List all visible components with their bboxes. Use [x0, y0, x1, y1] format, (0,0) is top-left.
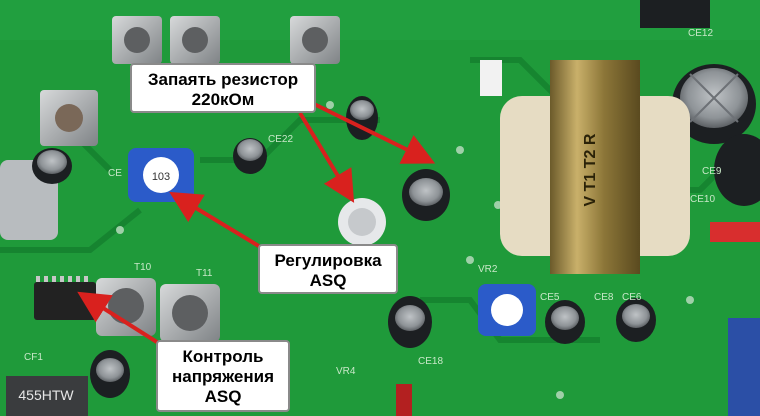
arrow-solder-1: [313, 102, 436, 164]
callout-voltage-line1: Контроль: [182, 347, 264, 366]
silk-ce12: CE12: [688, 28, 713, 39]
silk-ce6: CE6: [622, 292, 642, 303]
capacitor-mid: [233, 138, 267, 174]
trimmer-asq: 103: [128, 148, 194, 202]
capacitor-bottom-2: [545, 300, 585, 344]
silk-ce8: CE8: [594, 292, 614, 303]
silk-ce22: CE22: [268, 134, 293, 145]
filter-455htw: 455HTW: [6, 376, 88, 416]
callout-voltage-check: Контроль напряжения ASQ: [156, 340, 290, 412]
if-can-t11: [160, 284, 220, 342]
small-white-part: [480, 60, 502, 96]
if-can-4: [40, 90, 98, 146]
capacitor-large-right: [672, 64, 756, 144]
diode: [396, 384, 412, 416]
silk-t10: T10: [134, 262, 152, 273]
trimmer-white: [338, 198, 386, 246]
silk-ce: CE: [108, 168, 122, 179]
capacitor-top-right: [640, 0, 710, 28]
blue-component: [728, 318, 760, 416]
trimmer-vr2: [478, 284, 536, 336]
filter-marking: 455HTW: [18, 387, 74, 403]
trimmer-marking: 103: [152, 171, 170, 183]
arrow-asq-adjust: [169, 191, 264, 250]
if-can-3: [290, 16, 340, 64]
arrow-solder-2: [298, 111, 355, 203]
capacitor-bottom-1: [388, 296, 432, 348]
annotation-arrows: [77, 102, 436, 346]
if-can-1: [112, 16, 162, 64]
if-can-2: [170, 16, 220, 64]
callout-voltage-line2: напряжения: [172, 367, 274, 386]
callout-solder-line2: 220кОм: [191, 90, 255, 109]
silk-ce10: CE10: [690, 194, 715, 205]
capacitor-left: [32, 148, 72, 184]
callout-asq-adjust: Регулировка ASQ: [258, 244, 398, 294]
callout-asq-line1: Регулировка: [274, 251, 382, 270]
callout-asq-line2: ASQ: [309, 271, 347, 290]
red-wire: [710, 222, 760, 242]
callout-solder-resistor: Запаять резистор 220кОм: [130, 63, 316, 113]
capacitor-center: [402, 169, 450, 221]
silk-ce9: CE9: [702, 166, 722, 177]
silk-ce18: CE18: [418, 356, 443, 367]
arrow-voltage-check: [77, 291, 162, 346]
capacitor-top-center: [346, 96, 378, 140]
callout-voltage-line3: ASQ: [204, 387, 242, 406]
silk-vr2: VR2: [478, 264, 498, 275]
silk-vr4: VR4: [336, 366, 356, 377]
callout-solder-line1: Запаять резистор: [147, 70, 299, 89]
silk-ce5: CE5: [540, 292, 560, 303]
capacitor-bottom-3: [616, 298, 656, 342]
capacitor-right-edge: [714, 134, 760, 206]
silk-cf1: CF1: [24, 352, 43, 363]
transformer: V T1 T2 R: [500, 60, 690, 274]
transformer-marking: V T1 T2 R: [582, 133, 599, 206]
capacitor-bottom-4: [90, 350, 130, 398]
silk-t11: T11: [196, 268, 213, 279]
